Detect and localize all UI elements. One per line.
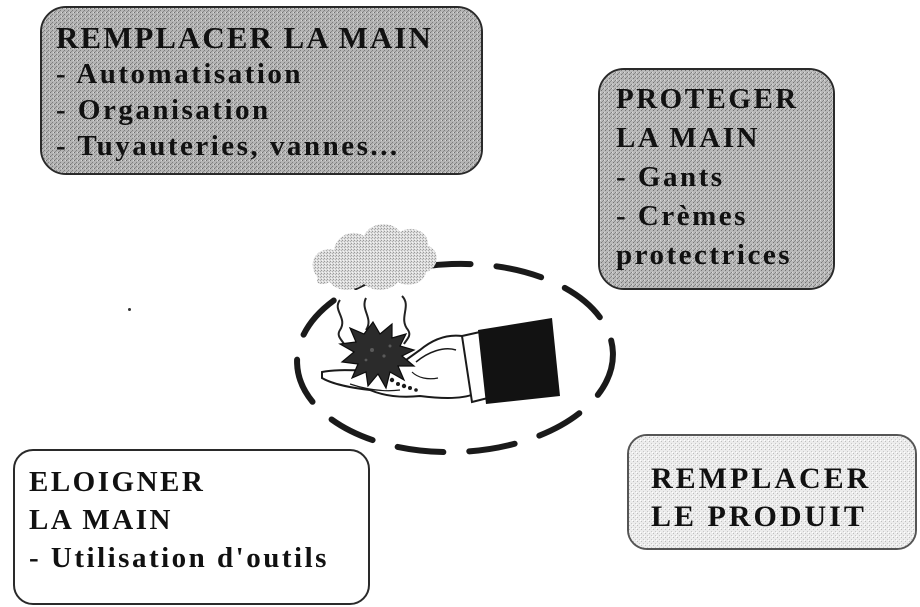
stipple-texture	[629, 436, 915, 548]
dashed-ellipse	[294, 260, 616, 456]
proteger-title-line: PROTEGER	[616, 83, 799, 115]
proteger-la-main-text: PROTEGER LA MAIN - Gants - Crèmes protec…	[600, 70, 833, 275]
speck	[128, 308, 131, 311]
proteger-la-main-box: PROTEGER LA MAIN - Gants - Crèmes protec…	[598, 68, 835, 290]
fume-cloud-icon	[312, 224, 437, 290]
open-hand-icon	[321, 334, 476, 399]
stipple-texture	[42, 8, 481, 173]
shirt-cuff-icon	[460, 330, 490, 404]
remplacer-la-main-title: REMPLACER LA MAIN	[56, 20, 433, 55]
stipple-texture	[600, 70, 833, 288]
proteger-item: - Gants	[616, 161, 725, 193]
remplacer-la-main-box: REMPLACER LA MAIN - Automatisation - Org…	[40, 6, 483, 175]
proteger-item: protectrices	[616, 239, 792, 271]
eloigner-item: - Utilisation d'outils	[29, 542, 329, 574]
proteger-title-line: LA MAIN	[616, 122, 760, 154]
eloigner-la-main-text: ELOIGNER LA MAIN - Utilisation d'outils	[15, 451, 368, 577]
produit-title-line: REMPLACER	[651, 462, 872, 495]
remplacer-le-produit-box: REMPLACER LE PRODUIT	[627, 434, 917, 550]
remplacer-le-produit-text: REMPLACER LE PRODUIT	[629, 436, 915, 536]
spiky-substance-icon	[338, 320, 416, 390]
eloigner-la-main-box: ELOIGNER LA MAIN - Utilisation d'outils	[13, 449, 370, 605]
eloigner-title-line: ELOIGNER	[29, 466, 206, 498]
produit-title-line: LE PRODUIT	[651, 500, 867, 533]
sleeve-icon	[478, 318, 560, 404]
proteger-item: - Crèmes	[616, 200, 748, 232]
dripping-residue-icon	[378, 370, 418, 392]
fume-lines-icon	[336, 295, 411, 345]
remplacer-la-main-item: - Automatisation	[56, 58, 304, 90]
eloigner-title-line: LA MAIN	[29, 504, 173, 536]
remplacer-la-main-text: REMPLACER LA MAIN - Automatisation - Org…	[42, 8, 481, 164]
remplacer-la-main-item: - Tuyauteries, vannes...	[56, 130, 400, 162]
remplacer-la-main-item: - Organisation	[56, 94, 271, 126]
spiky-substance-texture	[364, 344, 392, 362]
